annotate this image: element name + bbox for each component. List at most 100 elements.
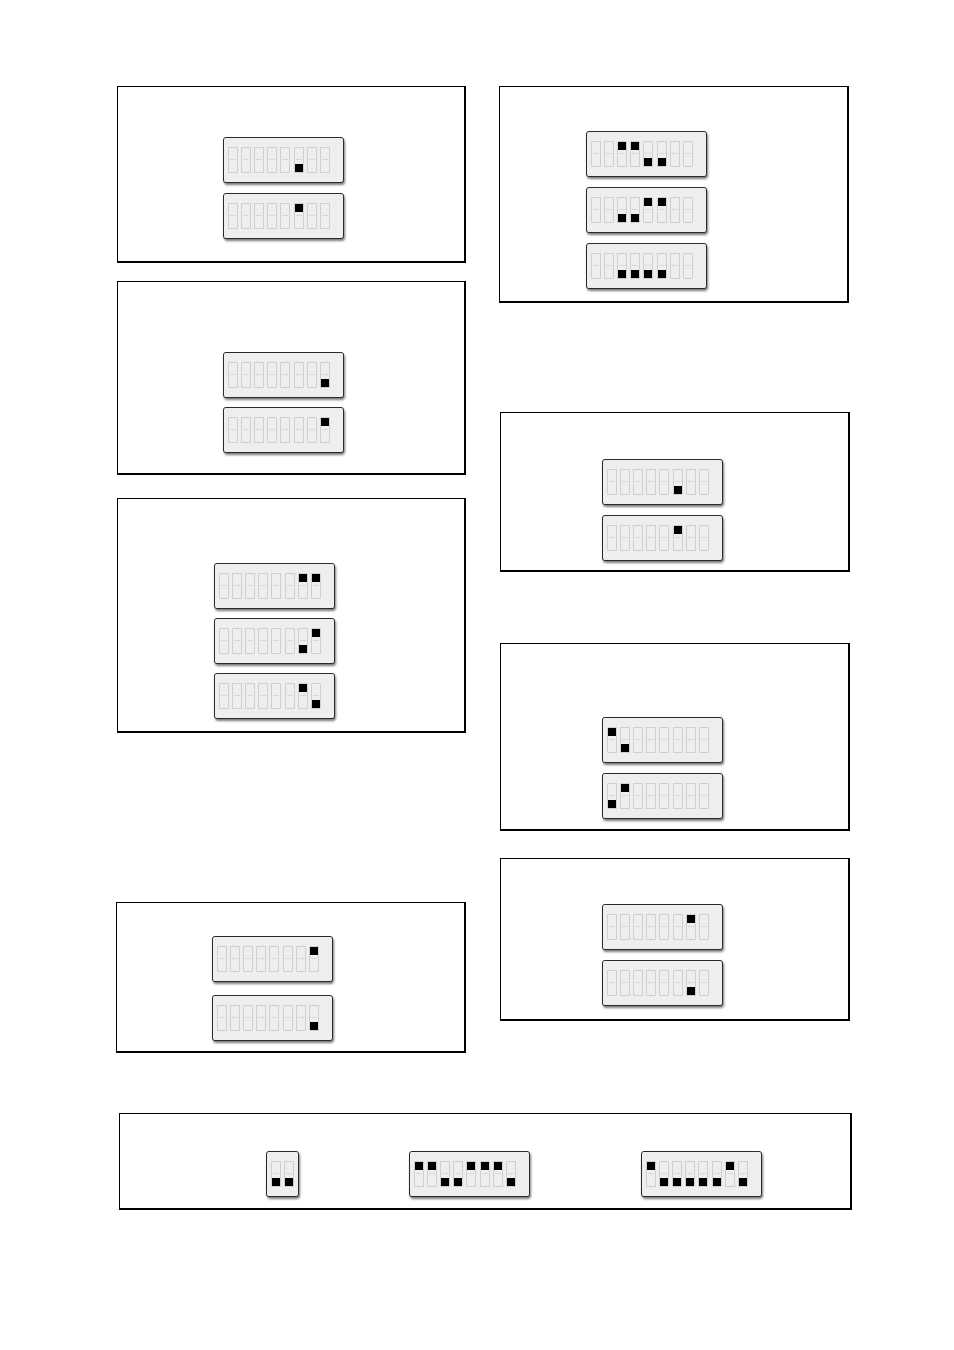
switch-position[interactable] [617,141,628,167]
switch-position[interactable] [310,628,321,654]
switch-position[interactable] [243,946,254,972]
switch-position[interactable] [271,628,282,654]
switch-position[interactable] [297,573,308,599]
switch-position[interactable] [293,147,304,173]
switch-position[interactable] [297,628,308,654]
switch-position[interactable] [258,683,269,709]
switch-position[interactable] [228,417,238,443]
switch-position[interactable] [440,1161,451,1187]
switch-position[interactable] [230,946,241,972]
switch-position[interactable] [258,628,269,654]
switch-position[interactable] [256,1005,267,1031]
switch-position[interactable] [293,203,304,229]
switch-position[interactable] [698,525,709,551]
switch-position[interactable] [604,253,615,279]
switch-position[interactable] [414,1161,424,1187]
switch-position[interactable] [284,628,295,654]
switch-position[interactable] [591,141,601,167]
switch-position[interactable] [737,1161,748,1187]
switch-position[interactable] [685,727,696,753]
switch-position[interactable] [319,203,330,229]
switch-position[interactable] [672,783,683,809]
switch-position[interactable] [282,946,293,972]
switch-position[interactable] [228,362,238,388]
switch-position[interactable] [295,946,306,972]
switch-position[interactable] [646,914,657,940]
switch-position[interactable] [643,253,654,279]
switch-position[interactable] [319,362,330,388]
switch-position[interactable] [604,141,615,167]
switch-position[interactable] [306,203,317,229]
switch-position[interactable] [293,417,304,443]
switch-position[interactable] [659,1161,670,1187]
switch-position[interactable] [217,1005,227,1031]
switch-position[interactable] [698,1161,709,1187]
switch-position[interactable] [254,203,265,229]
switch-position[interactable] [282,1005,293,1031]
switch-position[interactable] [698,469,709,495]
switch-position[interactable] [243,1005,254,1031]
switch-position[interactable] [656,253,667,279]
switch-position[interactable] [241,362,252,388]
switch-position[interactable] [672,727,683,753]
switch-position[interactable] [698,970,709,996]
switch-position[interactable] [672,469,683,495]
switch-position[interactable] [219,573,229,599]
switch-position[interactable] [659,525,670,551]
switch-position[interactable] [269,1005,280,1031]
switch-position[interactable] [245,683,256,709]
switch-position[interactable] [267,417,278,443]
switch-position[interactable] [672,914,683,940]
switch-position[interactable] [607,469,617,495]
switch-position[interactable] [310,683,321,709]
switch-position[interactable] [254,362,265,388]
switch-position[interactable] [711,1161,722,1187]
switch-position[interactable] [306,147,317,173]
switch-position[interactable] [284,683,295,709]
switch-position[interactable] [280,203,291,229]
switch-position[interactable] [271,683,282,709]
switch-position[interactable] [319,417,330,443]
switch-position[interactable] [267,203,278,229]
switch-position[interactable] [607,525,617,551]
switch-position[interactable] [241,203,252,229]
switch-position[interactable] [659,914,670,940]
switch-position[interactable] [646,469,657,495]
switch-position[interactable] [232,573,243,599]
switch-position[interactable] [607,914,617,940]
switch-position[interactable] [228,147,238,173]
switch-position[interactable] [659,727,670,753]
switch-position[interactable] [685,914,696,940]
switch-position[interactable] [620,970,631,996]
switch-position[interactable] [232,628,243,654]
switch-position[interactable] [228,203,238,229]
switch-position[interactable] [620,727,631,753]
switch-position[interactable] [646,783,657,809]
switch-position[interactable] [241,417,252,443]
switch-position[interactable] [219,628,229,654]
switch-position[interactable] [620,783,631,809]
switch-position[interactable] [271,1161,281,1187]
switch-position[interactable] [230,1005,241,1031]
switch-position[interactable] [607,783,617,809]
switch-position[interactable] [591,197,601,223]
switch-position[interactable] [633,783,644,809]
switch-position[interactable] [646,525,657,551]
switch-position[interactable] [630,141,641,167]
switch-position[interactable] [232,683,243,709]
switch-position[interactable] [685,525,696,551]
switch-position[interactable] [256,946,267,972]
switch-position[interactable] [295,1005,306,1031]
switch-position[interactable] [620,914,631,940]
switch-position[interactable] [267,147,278,173]
switch-position[interactable] [630,197,641,223]
switch-position[interactable] [245,628,256,654]
switch-position[interactable] [643,141,654,167]
switch-position[interactable] [306,362,317,388]
switch-position[interactable] [656,197,667,223]
switch-position[interactable] [685,469,696,495]
switch-position[interactable] [669,141,680,167]
switch-position[interactable] [646,727,657,753]
switch-position[interactable] [607,727,617,753]
switch-position[interactable] [479,1161,490,1187]
